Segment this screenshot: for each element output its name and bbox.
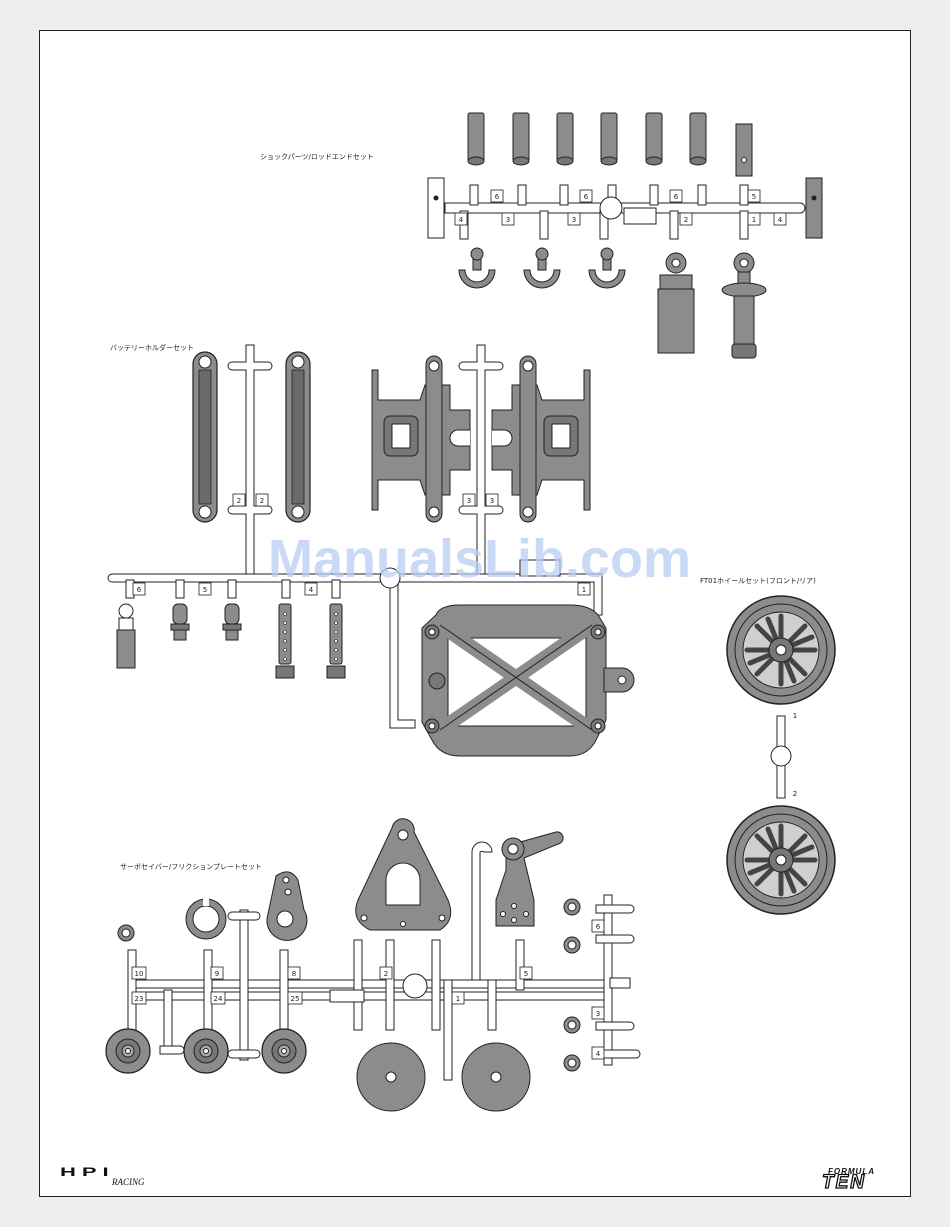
servo-num-8: 24	[214, 995, 223, 1003]
servo-num-3: 8	[292, 970, 296, 978]
servo-num-10: 1	[456, 995, 460, 1003]
shock-body-5	[646, 113, 662, 165]
battery-num-6: 5	[203, 586, 207, 594]
battery-bar-2	[286, 352, 310, 522]
hpi-racing-logo: RACING	[112, 1177, 145, 1187]
battery-post-clip	[117, 604, 135, 668]
battery-long-post-1	[276, 604, 294, 678]
servo-num-1: 10	[135, 970, 144, 978]
shock-num-1: 6	[495, 193, 500, 201]
battery-num-2: 2	[260, 497, 264, 505]
servo-pulley-2	[184, 1029, 228, 1073]
servo-link-arm	[496, 832, 563, 926]
servo-ring-collar	[186, 898, 226, 939]
hpi-logo: HPI	[60, 1165, 115, 1179]
shock-num-9: 1	[752, 216, 756, 224]
shock-parts-set	[428, 113, 822, 358]
battery-num-5: 6	[137, 586, 142, 594]
servo-washer-small	[118, 925, 134, 941]
wheel-runner	[771, 716, 791, 798]
shock-body-6	[690, 113, 706, 165]
shock-num-3: 6	[674, 193, 679, 201]
label-shock-parts: ショックパーツ/ロッドエンドセット	[260, 152, 374, 162]
battery-bracket-right	[492, 356, 590, 522]
servo-num-7: 23	[135, 995, 144, 1003]
shock-num-10: 4	[778, 216, 783, 224]
servo-washer-2	[564, 937, 580, 953]
shock-num-7: 3	[572, 216, 576, 224]
battery-small-post-2	[223, 604, 241, 640]
label-battery-holder: バッテリーホルダーセット	[110, 343, 194, 353]
shock-num-4: 5	[752, 193, 756, 201]
shock-cup-3	[589, 248, 625, 288]
wheel-front	[727, 596, 835, 704]
servo-washer-4	[564, 1055, 580, 1071]
shock-body-1	[468, 113, 484, 165]
label-servo-saver: サーボセイバー/フリクションプレートセット	[120, 862, 262, 872]
shock-body-2	[513, 113, 529, 165]
wheel-num-2: 2	[793, 790, 797, 798]
friction-plate-1	[357, 1043, 425, 1111]
servo-saver-plate	[356, 819, 451, 930]
shock-num-2: 6	[584, 193, 589, 201]
wheel-num-1: 1	[793, 712, 797, 720]
battery-num-1: 2	[237, 497, 241, 505]
servo-num-11: 3	[596, 1010, 600, 1018]
shock-cup-1	[459, 248, 495, 288]
battery-bracket-left	[372, 356, 470, 522]
shock-body-3	[557, 113, 573, 165]
battery-long-post-2	[327, 604, 345, 678]
shock-runner-frame	[428, 178, 822, 239]
servo-num-4: 2	[384, 970, 388, 978]
ten-logo: TEN	[822, 1172, 866, 1194]
battery-tray-frame	[422, 605, 634, 756]
servo-washer-3	[564, 1017, 580, 1033]
servo-num-5: 5	[524, 970, 528, 978]
label-wheel-set: FT01ホイールセット(フロント/リア)	[700, 576, 816, 586]
battery-small-post-1	[171, 604, 189, 640]
servo-num-9: 25	[291, 995, 300, 1003]
servo-num-2: 9	[215, 970, 219, 978]
servo-num-12: 4	[596, 1050, 601, 1058]
servo-horn-arm	[267, 872, 307, 941]
servo-num-6: 6	[596, 923, 601, 931]
shock-num-6: 3	[506, 216, 510, 224]
watermark: ManualsLib.com	[268, 528, 691, 590]
shock-cup-2	[524, 248, 560, 288]
battery-num-3: 3	[467, 497, 471, 505]
friction-plate-2	[462, 1043, 530, 1111]
shock-rod-end	[736, 124, 752, 176]
shock-num-8: 2	[684, 216, 688, 224]
shock-shaft-part	[722, 253, 766, 358]
shock-body-4	[601, 113, 617, 165]
wheel-set	[727, 596, 835, 914]
shock-cap-part	[658, 253, 694, 353]
wheel-rear	[727, 806, 835, 914]
servo-washer-1	[564, 899, 580, 915]
servo-pulley-3	[262, 1029, 306, 1073]
battery-bar-1	[193, 352, 217, 522]
servo-pulley-1	[106, 1029, 150, 1073]
battery-num-4: 3	[490, 497, 494, 505]
shock-num-5: 4	[459, 216, 464, 224]
